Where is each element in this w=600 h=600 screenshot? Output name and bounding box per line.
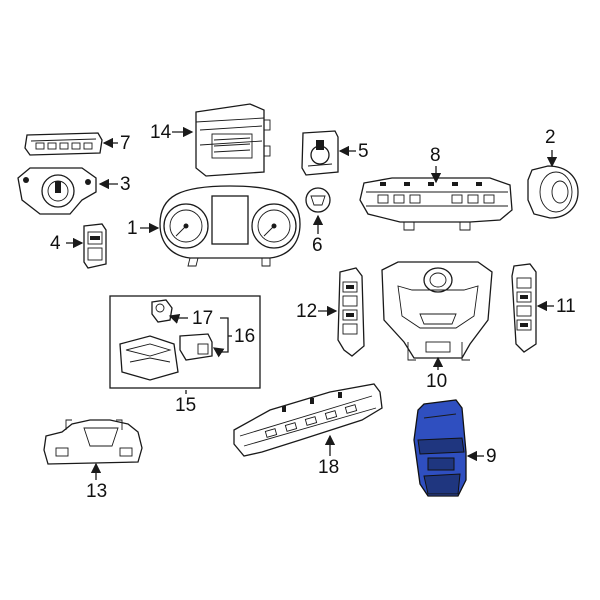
callout-3: 3: [120, 174, 131, 195]
part-9-highlighted-trim: [413, 399, 484, 497]
part-6-button: [305, 187, 331, 234]
callout-12: 12: [296, 301, 318, 322]
callout-4: 4: [50, 233, 61, 254]
callout-11: 11: [556, 296, 576, 317]
callout-6: 6: [312, 235, 323, 256]
part-14-control-module: [172, 103, 271, 177]
callout-10: 10: [426, 371, 448, 392]
callout-8: 8: [430, 145, 441, 166]
callout-18: 18: [318, 457, 340, 478]
part-13-switch-bezel: [43, 419, 143, 480]
callout-9: 9: [486, 446, 497, 467]
callout-15: 15: [175, 395, 197, 416]
part-1-instrument-cluster: [140, 185, 301, 267]
part-8-climate-control-panel: [359, 166, 513, 231]
part-11-right-switch-strip: [511, 263, 554, 353]
part-7-switch-panel: [24, 132, 118, 156]
part-4-switch: [66, 223, 107, 269]
part-3-headlight-switch: [17, 167, 118, 215]
callout-5: 5: [358, 141, 369, 162]
callout-14: 14: [150, 122, 172, 143]
callout-2: 2: [545, 127, 556, 148]
part-15-switch-kit: [109, 295, 261, 394]
part-2-controller-knob: [527, 150, 579, 219]
part-5-rotary-switch: [301, 130, 356, 176]
callout-17: 17: [192, 308, 214, 329]
callout-16: 16: [234, 326, 256, 347]
part-10-center-console-bezel: [381, 261, 493, 370]
callout-1: 1: [127, 218, 138, 239]
part-18-button-panel: [233, 383, 383, 457]
callout-13: 13: [86, 481, 108, 502]
callout-7: 7: [120, 133, 131, 154]
part-12-left-switch-strip: [318, 267, 365, 357]
